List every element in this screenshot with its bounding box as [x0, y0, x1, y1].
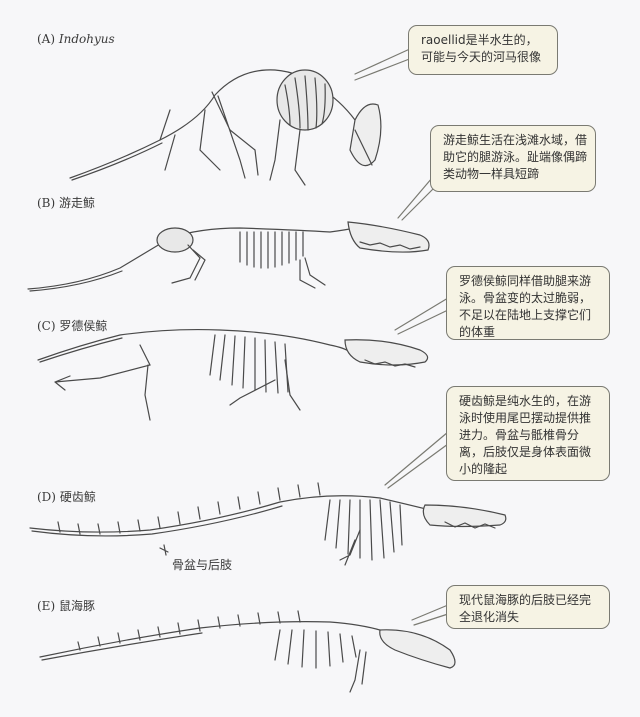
callout-b: 游走鲸生活在浅滩水域，借助它的腿游泳。趾端像偶蹄类动物一样具短蹄	[430, 125, 596, 192]
panel-name: 硬齿鲸	[59, 490, 96, 504]
panel-name: 游走鲸	[59, 196, 96, 210]
ambulocetus-skeleton	[27, 221, 430, 292]
panel-label-e: (E) 鼠海豚	[37, 597, 95, 614]
annotation-text: 骨盆与后肢	[172, 558, 233, 572]
panel-prefix: (B)	[37, 196, 56, 210]
panel-label-a: (A) Indohyus	[37, 32, 115, 46]
indohyus-skeleton	[69, 69, 382, 186]
panel-label-c: (C) 罗德侯鲸	[37, 317, 107, 334]
callout-pointers	[354, 47, 449, 626]
panel-prefix: (D)	[37, 490, 56, 504]
callout-text: 罗德侯鲸同样借助腿来游泳。骨盆变的太过脆弱，不足以在陆地上支撑它们的体重	[459, 274, 592, 339]
callout-c: 罗德侯鲸同样借助腿来游泳。骨盆变的太过脆弱，不足以在陆地上支撑它们的体重	[446, 266, 610, 340]
panel-prefix: (C)	[37, 319, 56, 333]
panel-label-d: (D) 硬齿鲸	[37, 488, 96, 505]
callout-text: 现代鼠海豚的后肢已经完全退化消失	[459, 593, 592, 624]
callout-e: 现代鼠海豚的后肢已经完全退化消失	[446, 585, 610, 629]
panel-name: 鼠海豚	[58, 599, 95, 613]
panel-prefix: (E)	[37, 599, 56, 613]
dorudon-skeleton	[29, 482, 507, 566]
callout-a: raoellid是半水生的，可能与今天的河马很像	[408, 25, 558, 75]
callout-text: raoellid是半水生的，可能与今天的河马很像	[421, 33, 542, 64]
panel-label-b: (B) 游走鲸	[37, 194, 95, 211]
panel-name: 罗德侯鲸	[59, 319, 108, 333]
callout-d: 硬齿鲸是纯水生的，在游泳时使用尾巴摆动提供推进力。骨盆与骶椎骨分离，后肢仅是身体…	[446, 386, 610, 481]
rodhocetus-skeleton	[37, 328, 429, 421]
callout-text: 游走鲸生活在浅滩水域，借助它的腿游泳。趾端像偶蹄类动物一样具短蹄	[443, 133, 588, 181]
porpoise-skeleton	[39, 610, 456, 693]
panel-prefix: (A)	[37, 32, 56, 46]
pelvis-annotation: 骨盆与后肢	[172, 556, 232, 573]
callout-text: 硬齿鲸是纯水生的，在游泳时使用尾巴摆动提供推进力。骨盆与骶椎骨分离，后肢仅是身体…	[459, 394, 592, 476]
panel-name: Indohyus	[58, 32, 115, 46]
